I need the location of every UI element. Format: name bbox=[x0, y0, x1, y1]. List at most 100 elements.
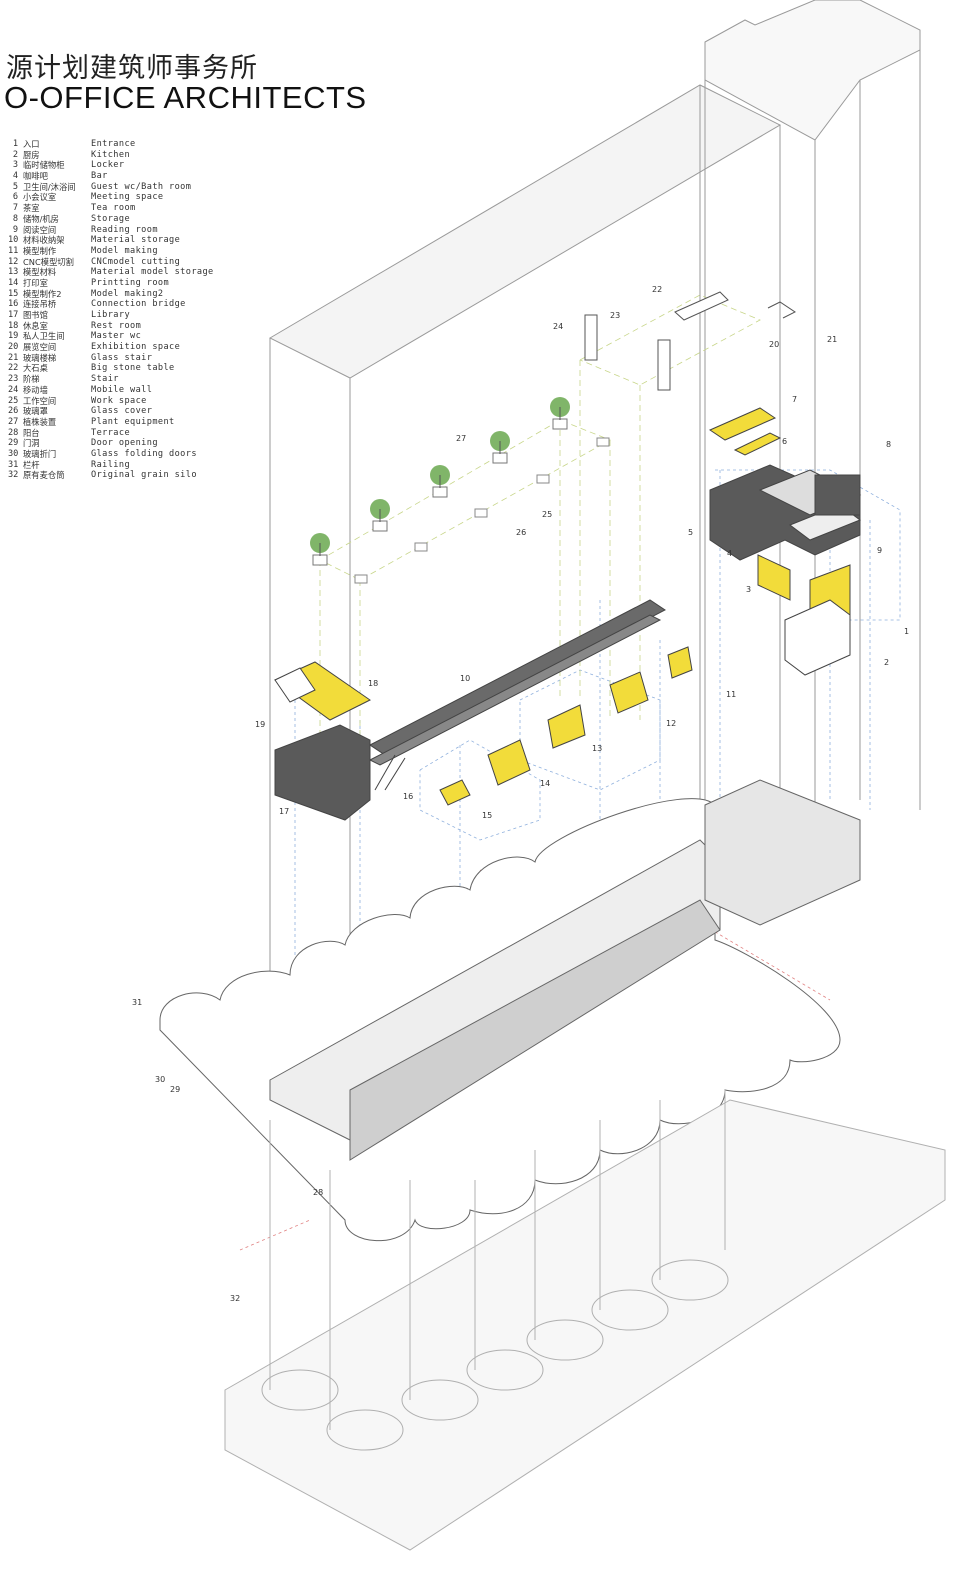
legend-number: 29 bbox=[8, 438, 19, 449]
callout-2: 2 bbox=[884, 658, 889, 667]
callout-10: 10 bbox=[460, 674, 470, 683]
legend-chinese: 模型材料 bbox=[23, 267, 57, 278]
callout-27: 27 bbox=[456, 434, 466, 443]
plant-4 bbox=[490, 431, 510, 464]
legend-english: Tea room bbox=[91, 203, 136, 214]
legend-chinese: 图书馆 bbox=[23, 310, 48, 320]
model-making-2 bbox=[439, 779, 471, 806]
legend-number: 3 bbox=[12, 160, 18, 171]
entry-block bbox=[704, 779, 861, 926]
legend-number: 31 bbox=[8, 459, 19, 470]
legend-english: Glass cover bbox=[91, 406, 153, 417]
big-stone-table bbox=[674, 291, 729, 321]
tower-volume bbox=[268, 0, 921, 1110]
connection-bridge bbox=[369, 599, 666, 756]
legend-chinese: 厨房 bbox=[23, 149, 40, 160]
plant-1 bbox=[310, 533, 330, 566]
legend-chinese: 原有麦仓筒 bbox=[23, 470, 65, 481]
legend-chinese: 储物/机房 bbox=[23, 213, 59, 224]
legend-chinese: 门洞 bbox=[23, 438, 40, 449]
callout-26: 26 bbox=[516, 528, 526, 537]
plant-5 bbox=[550, 397, 570, 430]
cnc-model-cutting bbox=[609, 671, 649, 714]
legend-chinese: 栏杆 bbox=[23, 459, 40, 470]
callout-25: 25 bbox=[542, 510, 552, 519]
master-wc bbox=[274, 667, 316, 703]
legend-english: Bar bbox=[91, 171, 108, 182]
library bbox=[274, 724, 371, 821]
legend-number: 7 bbox=[12, 203, 18, 214]
legend-number: 24 bbox=[8, 384, 19, 395]
mobile-wall-b bbox=[657, 339, 671, 391]
legend-chinese: 私人卫生间 bbox=[23, 331, 65, 342]
callout-19: 19 bbox=[255, 720, 265, 729]
callout-7: 7 bbox=[792, 395, 797, 404]
callout-1: 1 bbox=[904, 627, 909, 636]
grain-silos bbox=[224, 1090, 946, 1551]
model-making bbox=[667, 646, 693, 679]
legend-english: Model making2 bbox=[91, 288, 164, 299]
legend-english: Plant equipment bbox=[91, 416, 175, 427]
legend-chinese: 阅读空间 bbox=[23, 224, 57, 235]
legend-english: Locker bbox=[91, 160, 125, 171]
legend-number: 22 bbox=[8, 363, 19, 374]
legend-number: 26 bbox=[8, 406, 19, 417]
legend-chinese: 入口 bbox=[23, 139, 40, 149]
legend-chinese: 茶室 bbox=[23, 203, 40, 214]
legend-number: 4 bbox=[12, 171, 18, 182]
legend-english: Material storage bbox=[91, 235, 181, 246]
middle-floor bbox=[274, 599, 693, 821]
legend-chinese: 打印室 bbox=[23, 277, 48, 288]
legend-chinese: 咖啡吧 bbox=[23, 171, 48, 182]
legend-number: 20 bbox=[8, 342, 19, 353]
callout-17: 17 bbox=[279, 807, 289, 816]
title-chinese: 源计划建筑师事务所 bbox=[6, 53, 258, 84]
legend-english: Railing bbox=[91, 459, 131, 470]
callout-15: 15 bbox=[482, 811, 492, 820]
callout-13: 13 bbox=[592, 744, 602, 753]
legend-chinese: 休息室 bbox=[23, 320, 48, 331]
legend-chinese: 连接吊桥 bbox=[23, 299, 57, 310]
legend-english: Glass stair bbox=[91, 352, 153, 363]
legend-number: 10 bbox=[8, 235, 19, 246]
legend-number: 1 bbox=[12, 139, 18, 149]
legend-english: CNCmodel cutting bbox=[91, 256, 181, 267]
plant-2 bbox=[370, 499, 390, 532]
material-model-storage bbox=[547, 704, 586, 749]
callout-28: 28 bbox=[313, 1188, 323, 1197]
legend-number: 28 bbox=[8, 427, 19, 438]
legend-number: 9 bbox=[12, 224, 18, 235]
legend-chinese: 玻璃折门 bbox=[23, 448, 57, 459]
legend-row: 7 茶室 Tea room bbox=[8, 203, 248, 214]
legend-number: 12 bbox=[8, 256, 19, 267]
legend-number: 11 bbox=[8, 245, 19, 256]
legend-row: 4 咖啡吧 Bar bbox=[8, 171, 248, 182]
callout-32: 32 bbox=[230, 1294, 240, 1303]
callout-3: 3 bbox=[746, 585, 751, 594]
legend-chinese: 模型制作2 bbox=[23, 288, 62, 299]
legend-number: 2 bbox=[12, 149, 18, 160]
callout-12: 12 bbox=[666, 719, 676, 728]
callout-11: 11 bbox=[726, 690, 736, 699]
legend-chinese: 模型制作 bbox=[23, 245, 57, 256]
mobile-wall-a bbox=[584, 314, 598, 361]
callouts: 1 2 3 4 5 6 7 8 9 10 11 12 13 14 15 16 1… bbox=[132, 285, 909, 1303]
legend-english: Terrace bbox=[91, 427, 131, 438]
legend-english: Glass folding doors bbox=[91, 448, 197, 459]
callout-4: 4 bbox=[727, 549, 732, 558]
plant-3 bbox=[430, 465, 450, 498]
legend-english: Library bbox=[91, 310, 131, 320]
callout-24: 24 bbox=[553, 322, 563, 331]
legend-english: Mobile wall bbox=[91, 384, 153, 395]
